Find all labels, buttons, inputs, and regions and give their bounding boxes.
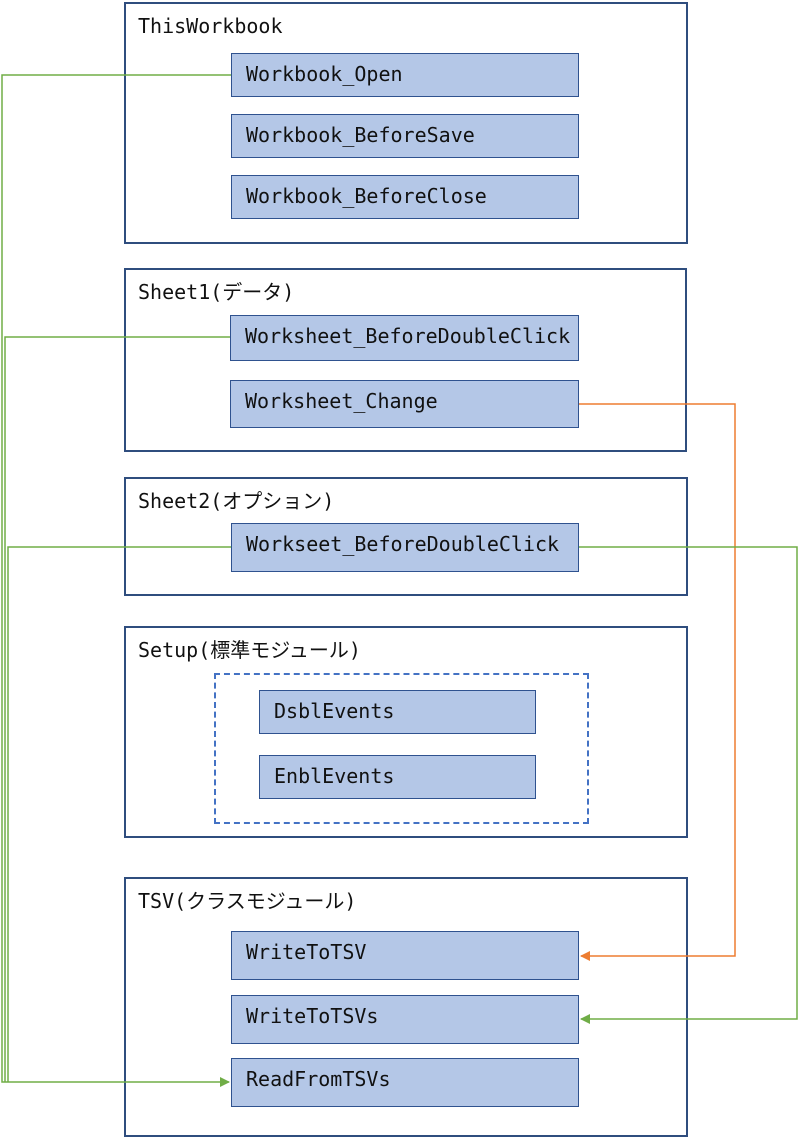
group-title: ThisWorkbook (138, 14, 283, 38)
group-title: Sheet1(データ) (138, 280, 295, 304)
proc-worksheet-beforedoubleclick[interactable]: Worksheet_BeforeDoubleClick (230, 315, 579, 361)
proc-workbook-beforeclose[interactable]: Workbook_BeforeClose (231, 175, 579, 219)
proc-dsblevents[interactable]: DsblEvents (259, 690, 536, 734)
proc-workbook-open[interactable]: Workbook_Open (231, 53, 579, 97)
proc-worksheet-change[interactable]: Worksheet_Change (230, 380, 579, 428)
proc-workseet-beforedoubleclick[interactable]: Workseet_BeforeDoubleClick (231, 523, 579, 572)
proc-writetotsvs[interactable]: WriteToTSVs (231, 995, 579, 1044)
proc-enblevents[interactable]: EnblEvents (259, 755, 536, 799)
proc-readfromtsvs[interactable]: ReadFromTSVs (231, 1058, 579, 1107)
group-title: Sheet2(オプション) (138, 489, 335, 513)
group-title: TSV(クラスモジュール) (138, 889, 357, 913)
proc-writetotsv[interactable]: WriteToTSV (231, 931, 579, 980)
group-title: Setup(標準モジュール) (138, 638, 361, 662)
proc-workbook-beforesave[interactable]: Workbook_BeforeSave (231, 114, 579, 158)
